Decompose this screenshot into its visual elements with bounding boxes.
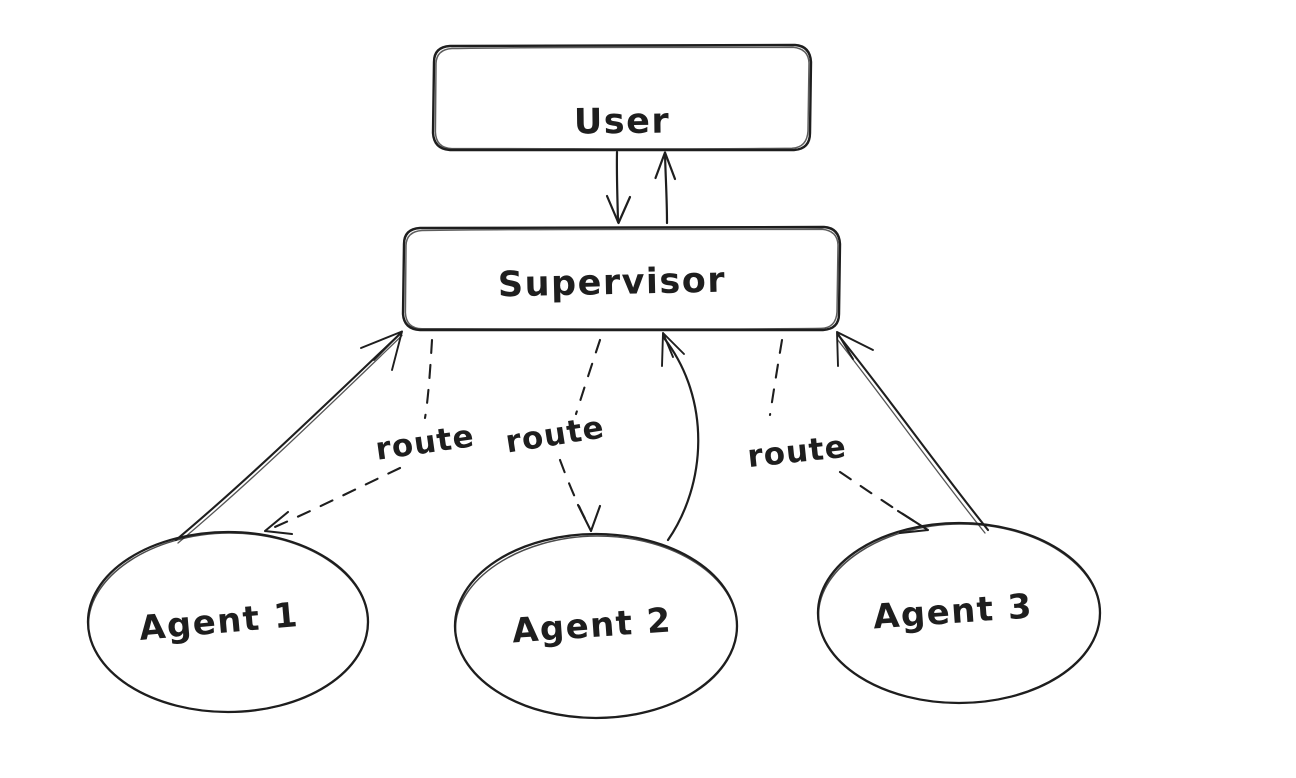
edge-agent-1-to-supervisor[interactable] [174, 330, 403, 544]
node-agent-1[interactable] [86, 530, 370, 714]
edge-user-to-supervisor[interactable] [605, 150, 632, 225]
user-box-outline [431, 43, 813, 152]
edge-supervisor-to-agent-1[interactable] [263, 338, 434, 536]
edge-agent-3-to-supervisor-line [837, 334, 990, 532]
edge-supervisor-to-agent-1-arrowhead [263, 510, 294, 536]
edge-agent-3-to-supervisor-arrowhead [836, 331, 874, 367]
supervisor-box-outline [401, 225, 842, 332]
node-supervisor[interactable] [401, 225, 842, 332]
node-agent-2[interactable] [453, 532, 739, 720]
edge-supervisor-to-user-arrowhead [654, 151, 677, 181]
edge-supervisor-to-agent-2-line-upper [574, 338, 602, 416]
edge-supervisor-to-agent-3-line-lower [838, 470, 927, 530]
edge-user-to-supervisor-line [615, 150, 620, 224]
user-box-outline-sketch [434, 46, 810, 150]
agent-1-ellipse-sketch [87, 532, 369, 713]
edge-supervisor-to-agent-2[interactable] [558, 338, 602, 533]
edge-agent-2-to-supervisor[interactable] [661, 332, 700, 542]
edge-user-to-supervisor-arrowhead [605, 194, 632, 225]
agent-3-ellipse-sketch [817, 523, 1101, 704]
edge-agent-1-to-supervisor-line [174, 331, 403, 542]
edge-agent-2-to-supervisor-line [662, 336, 700, 542]
edge-agent-3-to-supervisor[interactable] [836, 331, 990, 534]
edge-supervisor-to-agent-1-line-upper [423, 338, 434, 420]
edge-agent-1-to-supervisor-arrowhead [360, 330, 403, 371]
edge-supervisor-to-agent-1-line-lower [266, 466, 402, 532]
edge-agent-2-to-supervisor-arrowhead [661, 332, 685, 367]
edge-supervisor-to-user-line [663, 151, 669, 225]
supervisor-box-outline-sketch [404, 228, 839, 330]
node-user[interactable] [431, 43, 813, 152]
edge-supervisor-to-agent-2-arrowhead [576, 503, 602, 533]
edge-agent-1-to-supervisor-line-sketch [177, 334, 403, 544]
agent-2-ellipse-sketch [454, 535, 738, 719]
node-agent-3[interactable] [816, 521, 1102, 705]
edge-supervisor-to-user[interactable] [654, 151, 677, 225]
edge-supervisor-to-agent-3[interactable] [768, 338, 930, 535]
edge-supervisor-to-agent-3-line-upper [768, 338, 784, 417]
edge-supervisor-to-agent-2-line-lower [558, 458, 592, 530]
edge-agent-3-to-supervisor-line-sketch [836, 338, 986, 534]
edge-supervisor-to-agent-3-arrowhead [896, 509, 930, 535]
